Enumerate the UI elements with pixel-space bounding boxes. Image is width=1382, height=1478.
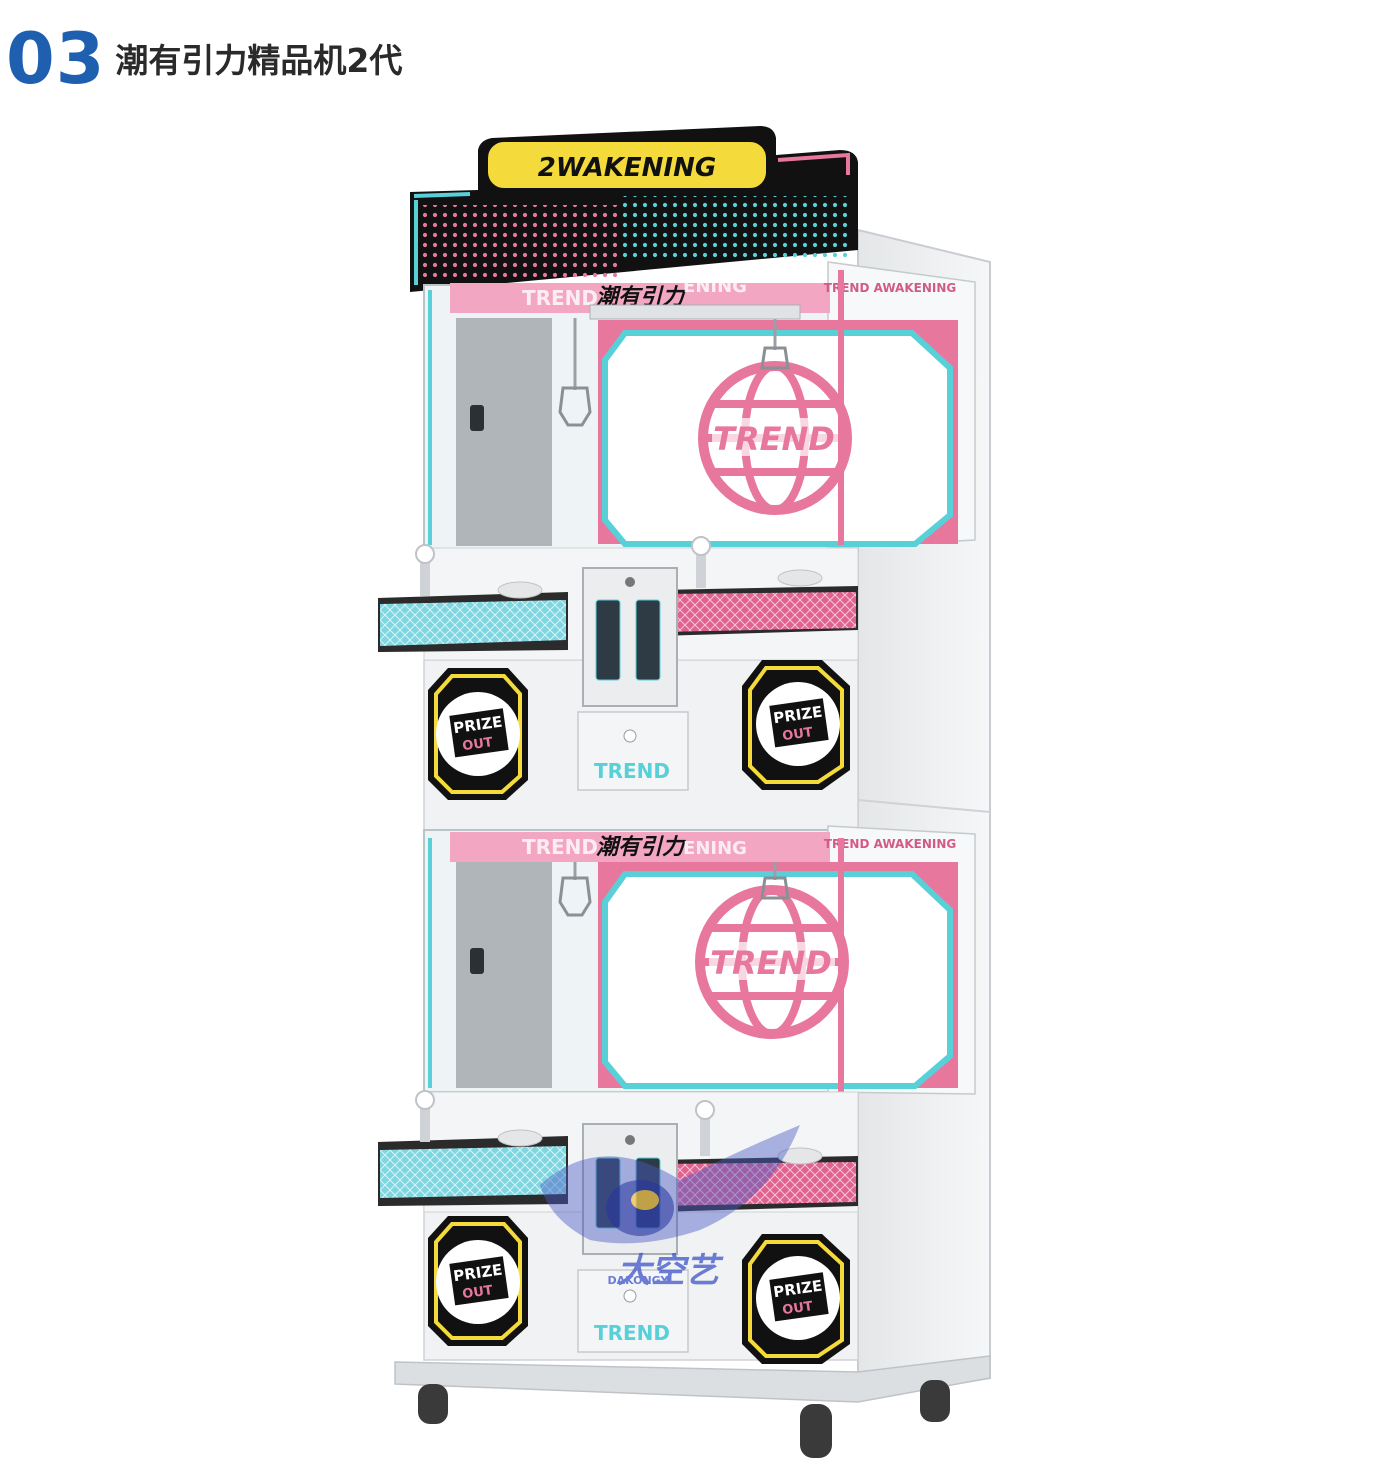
marquee-sign: 2WAKENING — [410, 126, 858, 292]
watermark-en: DAKONGYI — [607, 1274, 672, 1287]
lower-prize-area: PRIZE OUT PRIZE OUT TREND — [428, 1216, 850, 1364]
prize-out-label: OUT — [781, 725, 813, 744]
prize-out-label: OUT — [781, 1299, 813, 1318]
lower-claw-cabinet: TREND 潮有引力 ENING TREND AWAKENING TREND — [423, 825, 976, 1096]
cash-panel-text: TREND — [594, 759, 670, 783]
banner-side-right: ENING — [683, 276, 747, 297]
banner-side-left: TREND — [522, 835, 598, 859]
banner-title: 潮有引力 — [596, 835, 686, 860]
globe-text: TREND — [713, 420, 835, 458]
upper-claw-cabinet: TREND 潮有引力 ENING TREND AWAKENING TREND — [423, 261, 976, 551]
side-strip-text: TREND AWAKENING — [824, 281, 956, 295]
upper-prize-area: PRIZE OUT PRIZE OUT TREND — [428, 660, 850, 800]
globe-text: TREND — [710, 944, 832, 982]
prize-out-label: OUT — [461, 1283, 493, 1302]
section-header: 03 潮有引力精品机2代 — [6, 14, 402, 94]
banner-side-right: ENING — [683, 838, 747, 859]
marquee-logo-text: 2WAKENING — [538, 153, 716, 183]
upper-control-panel — [378, 536, 859, 707]
cash-panel-text: TREND — [594, 1321, 670, 1345]
prize-out-label: OUT — [461, 735, 493, 754]
side-strip-text: TREND AWAKENING — [824, 837, 956, 851]
watermark-cn: 大空艺 — [617, 1251, 724, 1291]
watermark: 大空艺 DAKONGYI — [540, 1125, 800, 1291]
lower-control-panel — [378, 1090, 859, 1255]
banner-side-left: TREND — [522, 286, 598, 310]
caster-wheels — [418, 1380, 950, 1458]
cabinet-base — [394, 1355, 991, 1403]
section-title: 潮有引力精品机2代 — [115, 41, 403, 80]
section-number: 03 — [6, 18, 106, 100]
